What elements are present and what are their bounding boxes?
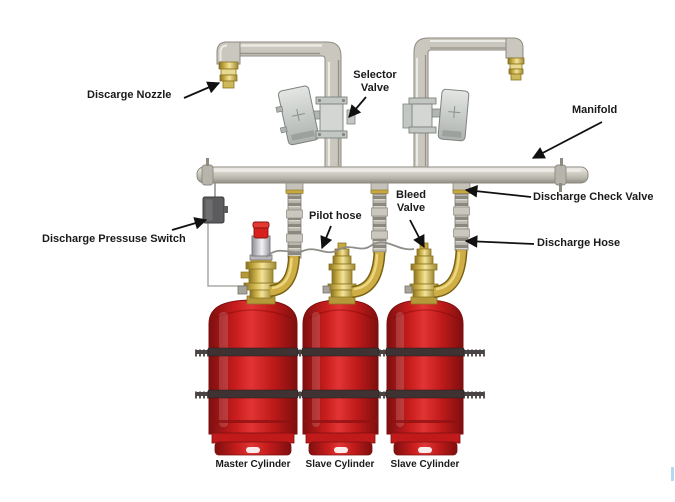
- cylinder-slave-2: [385, 299, 465, 456]
- label-discharge-hose: Discharge Hose: [537, 237, 621, 249]
- discharge-hose-2: [370, 182, 389, 253]
- label-slave-cylinder-1: Slave Cylinder: [305, 459, 375, 470]
- arrow-pressure-switch: [171, 217, 208, 231]
- label-manifold: Manifold: [572, 104, 618, 116]
- label-slave-cylinder-2: Slave Cylinder: [390, 459, 460, 470]
- discharge-nozzle-left: [218, 61, 239, 89]
- text-cursor-artifact: [671, 467, 674, 481]
- arrow-bleed-valve: [409, 219, 425, 249]
- pilot-hose-line: [265, 241, 415, 258]
- selector-valve-left: [275, 85, 356, 146]
- left-riser-pipe: [216, 41, 342, 169]
- right-riser-pipe: [413, 37, 524, 169]
- selector-valve-right: [402, 88, 470, 142]
- label-master-cylinder: Master Cylinder: [215, 459, 291, 470]
- arrow-manifold: [531, 121, 603, 159]
- label-discharge-check-valve: Discharge Check Valve: [533, 191, 654, 203]
- hose-elbow-fittings: [268, 249, 468, 298]
- label-pilot-hose: Pilot hose: [309, 210, 362, 222]
- annotation-arrows: [171, 81, 603, 250]
- cylinder-slave-1: [301, 299, 380, 456]
- discharge-hose-1: [285, 182, 304, 259]
- arrow-discharge-hose: [464, 235, 535, 248]
- arrow-discharge-check-valve: [464, 184, 532, 198]
- slave-cylinder-valve-2: [404, 242, 439, 305]
- label-selector-valve-line2: Valve: [360, 81, 390, 94]
- cylinder-master: [207, 299, 299, 456]
- arrow-pilot-hose: [320, 225, 333, 250]
- manifold-pipe: [196, 158, 589, 192]
- label-bleed-valve-line1: Bleed: [396, 189, 426, 201]
- label-selector-valve-line1: Selector: [353, 69, 397, 81]
- arrow-selector-valve: [348, 96, 367, 118]
- label-bleed-valve-line2: Valve: [396, 201, 426, 214]
- discharge-pressure-switch: [202, 183, 249, 287]
- label-bleed-valve: Bleed Valve: [386, 189, 436, 215]
- discharge-hose-3: [452, 182, 471, 251]
- master-cylinder-valve: [237, 221, 279, 305]
- label-discharge-pressure-switch: Discharge Pressuse Switch: [42, 233, 186, 245]
- arrow-discharge-nozzle: [183, 81, 221, 99]
- label-discharge-nozzle: Discarge Nozzle: [87, 89, 172, 101]
- label-selector-valve: Selector Valve: [344, 69, 406, 95]
- discharge-nozzle-right: [507, 57, 525, 81]
